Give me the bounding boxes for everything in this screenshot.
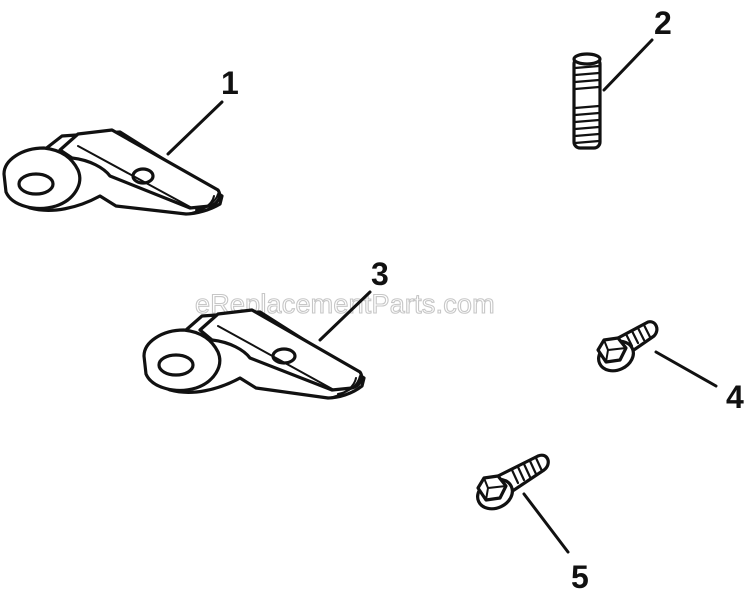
part-3-bracket[interactable] [142,308,366,400]
callout-1: 1 [221,65,239,101]
leader-line-5 [522,492,570,554]
part-4-screw[interactable] [594,320,659,377]
callout-2: 2 [654,5,672,41]
callout-5: 5 [571,559,589,595]
stud-threads [573,64,601,145]
leader-line-4 [654,350,718,388]
screw-5-threads [510,456,544,485]
callout-3: 3 [371,256,389,292]
callout-4: 4 [726,379,744,415]
leader-line-1 [166,100,224,156]
part-2-stud[interactable] [572,52,602,150]
part-5-screw[interactable] [473,453,550,514]
leader-line-2 [602,38,654,92]
leader-line-3 [318,290,372,342]
part-1-bracket[interactable] [2,128,224,216]
